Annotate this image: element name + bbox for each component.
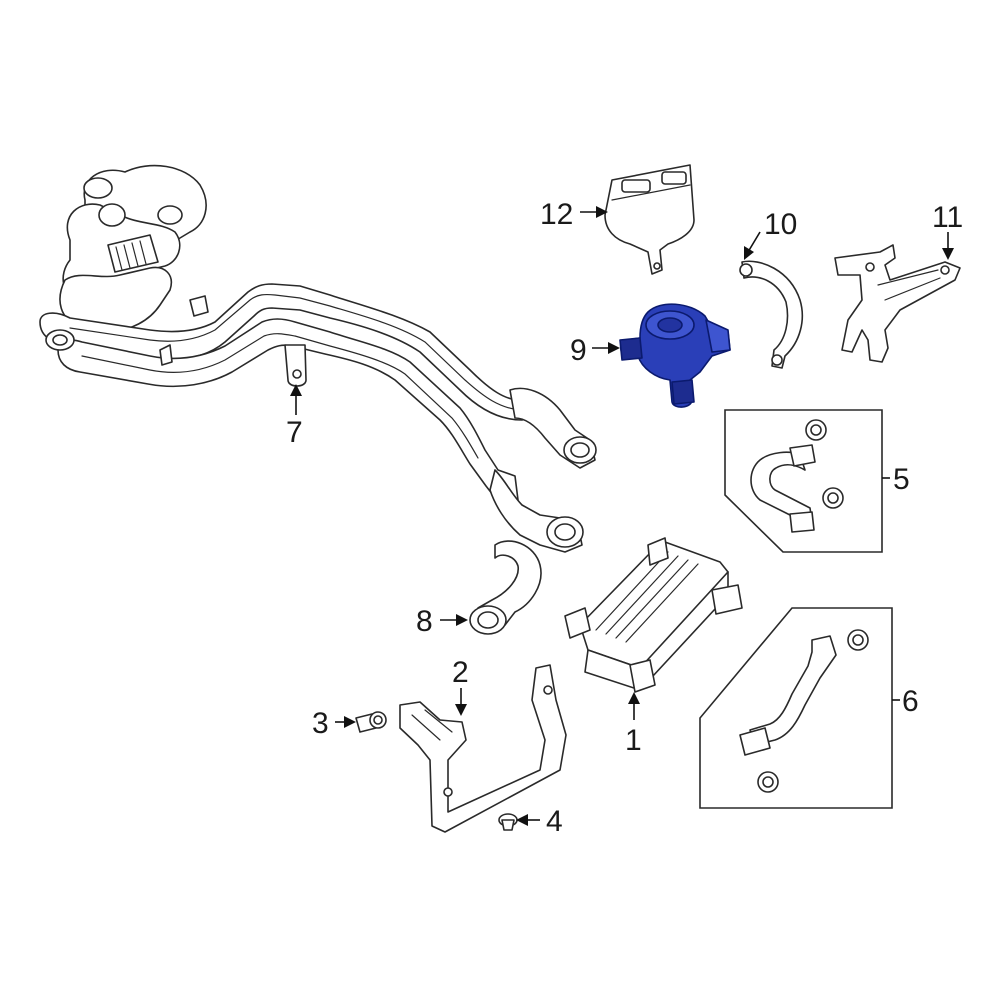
callout-1: 1: [625, 724, 642, 757]
callout-6: 6: [902, 685, 919, 718]
hose-part-8[interactable]: [469, 540, 542, 635]
bolt-part-3[interactable]: [355, 711, 387, 733]
callout-3: 3: [312, 707, 329, 740]
callout-12: 12: [540, 198, 573, 231]
bracket-part-11[interactable]: [834, 244, 961, 363]
bracket-part-2[interactable]: [399, 664, 567, 833]
clip-part-4[interactable]: [498, 813, 518, 831]
hose-kit-box-part-6[interactable]: [699, 607, 893, 809]
clamp-part-10[interactable]: [739, 260, 804, 369]
bracket-part-12[interactable]: [604, 164, 695, 275]
coolant-pump-part-9[interactable]: [619, 303, 731, 408]
callout-2: 2: [452, 656, 469, 689]
callout-numbers: 12 10 11 9 7 5 6 8 2 1 3 4: [286, 198, 963, 838]
callout-leaders: [290, 206, 954, 826]
callout-8: 8: [416, 605, 433, 638]
callout-10: 10: [764, 208, 797, 241]
hose-kit-box-part-5[interactable]: [724, 409, 883, 553]
coolant-pipe-assembly[interactable]: [39, 164, 597, 553]
callout-7: 7: [286, 416, 303, 449]
callout-4: 4: [546, 805, 563, 838]
callout-11: 11: [932, 201, 963, 234]
oil-cooler-part-1[interactable]: [564, 537, 743, 693]
callout-9: 9: [570, 334, 587, 367]
callout-5: 5: [893, 463, 910, 496]
